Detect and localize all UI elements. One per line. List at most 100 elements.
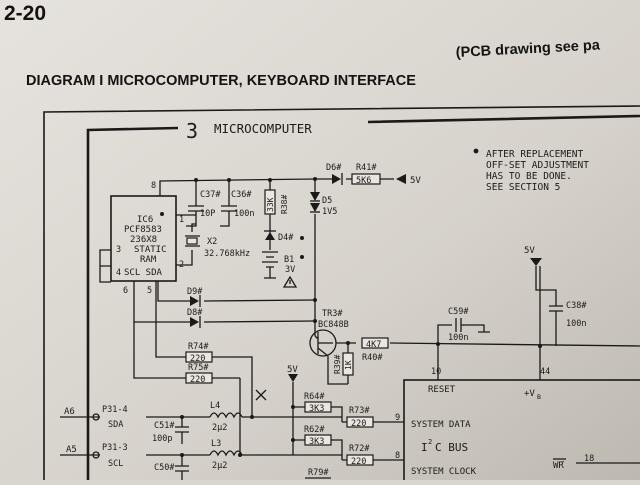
r62-value: 3K3 [309,437,324,447]
c50-symbol [175,455,189,480]
connector-p31-3: P31-3 [102,443,128,453]
r72-body [346,454,374,466]
d8-ref: D8# [187,308,203,318]
junction [313,298,317,302]
b1-value: 3V [285,265,295,275]
pcb-drawing-note: (PCB drawing see pa [455,37,601,61]
r73-value: 220 [351,419,366,429]
c59-value: 100n [448,333,468,343]
ic6-ref: IC6 [137,215,153,225]
mcu-wr-wire [553,458,640,464]
junction [180,415,184,419]
connector-scl: SCL [108,459,123,469]
ic6-marker [160,212,164,216]
mcu-system-clock: SYSTEM CLOCK [411,467,477,477]
ic6-pin3: 3 [116,245,121,255]
mcu-vb-label: +V [524,389,535,399]
r75-ref: R75# [188,363,209,373]
tr3-ref: TR3# [322,309,343,319]
r72-ref: R72# [349,444,370,454]
x2-value: 32.768kHz [204,249,250,259]
mcu-wr-label: WR [553,461,564,471]
l3-ref: L3 [211,439,221,449]
r39-value: 1K [344,360,353,370]
r79-ref: R79# [308,468,329,478]
r40-body [361,337,389,349]
diagram-title: DIAGRAM I MICROCOMPUTER, KEYBOARD INTERF… [26,73,416,89]
mcu-supply-lines [437,266,541,380]
mcu-pin-9: 9 [395,413,400,423]
c51-ref: C51# [154,421,175,431]
ic6-type: STATIC [134,245,167,255]
r39-ref: R39# [333,355,342,374]
tr3-emitter-wire [327,362,348,385]
d9-wire [157,281,316,302]
c38-ref: C38# [566,301,587,311]
r41-ref: R41# [356,163,377,173]
mcu-pin-44: 44 [540,367,550,377]
d4-marker [300,236,304,240]
x2-body [186,237,198,245]
connector-a6-pin [92,413,100,421]
l4-value: 2μ2 [212,423,227,433]
r73-r72-wires [342,421,404,461]
r62-body [304,434,332,446]
x2-ref: X2 [207,237,217,247]
ic6-pin8: 8 [151,181,156,191]
c36-value: 100n [234,209,254,219]
ic6-body [110,195,177,282]
outer-frame [43,105,640,480]
r38-ref: R38# [280,195,289,214]
c51-value: 100p [152,434,172,444]
ic6-org: 236X8 [130,235,157,245]
b1-warning-icon [282,275,298,288]
note-line-2: OFF-SET ADJUSTMENT [486,160,589,171]
tr3-symbol [314,332,333,362]
c36-ref: C36# [231,190,252,200]
r73-body [346,416,374,428]
c38-value: 100n [566,319,586,329]
d5-value: 1V5 [322,207,337,217]
r39-body [342,352,354,376]
c36-symbol [220,180,237,227]
section-frame [86,114,640,480]
c37-value: 10P [200,209,215,219]
c37-ref: C37# [200,190,221,200]
d5-triangle-1 [310,192,320,201]
supply-5v-left-arrow [288,374,298,382]
d4-triangle [265,232,275,240]
ic6-pin5: 5 [147,286,152,296]
d8-triangle [190,317,199,327]
r74-body [185,351,213,363]
junction [250,415,254,419]
mcu-bus-sup: 2 [428,438,432,446]
c59-ref: C59# [448,307,469,317]
ic6-ground-wire [99,249,111,283]
r64-r62-wires [293,406,343,460]
c51-symbol [175,417,189,444]
r38-value: 33K [266,197,275,212]
r72-value: 220 [351,457,366,467]
d9-ref: D9# [187,287,203,297]
r41-value: 5K6 [356,176,371,186]
junction [291,405,295,409]
mcu-pin-8: 8 [395,451,400,461]
ic6-scl-sda: SCL SDA [124,268,163,278]
d6-ref: D6# [326,163,342,173]
vcc-rail-wire [159,178,316,196]
b1-symbol [262,251,278,279]
supply-5v-top: 5V [410,176,421,186]
section-title: MICROCOMPUTER [214,121,312,136]
junction [180,453,184,457]
ic6-ram: RAM [140,255,157,265]
mcu-pin-10: 10 [431,367,441,377]
c38-symbol [549,305,563,346]
l3-value: 2μ2 [212,461,227,471]
mcu-vb-sub: B [537,393,541,401]
b1-ref: B1 [284,255,294,265]
ic6-part: PCF8583 [124,225,162,235]
r41-supply-arrow [396,174,406,184]
